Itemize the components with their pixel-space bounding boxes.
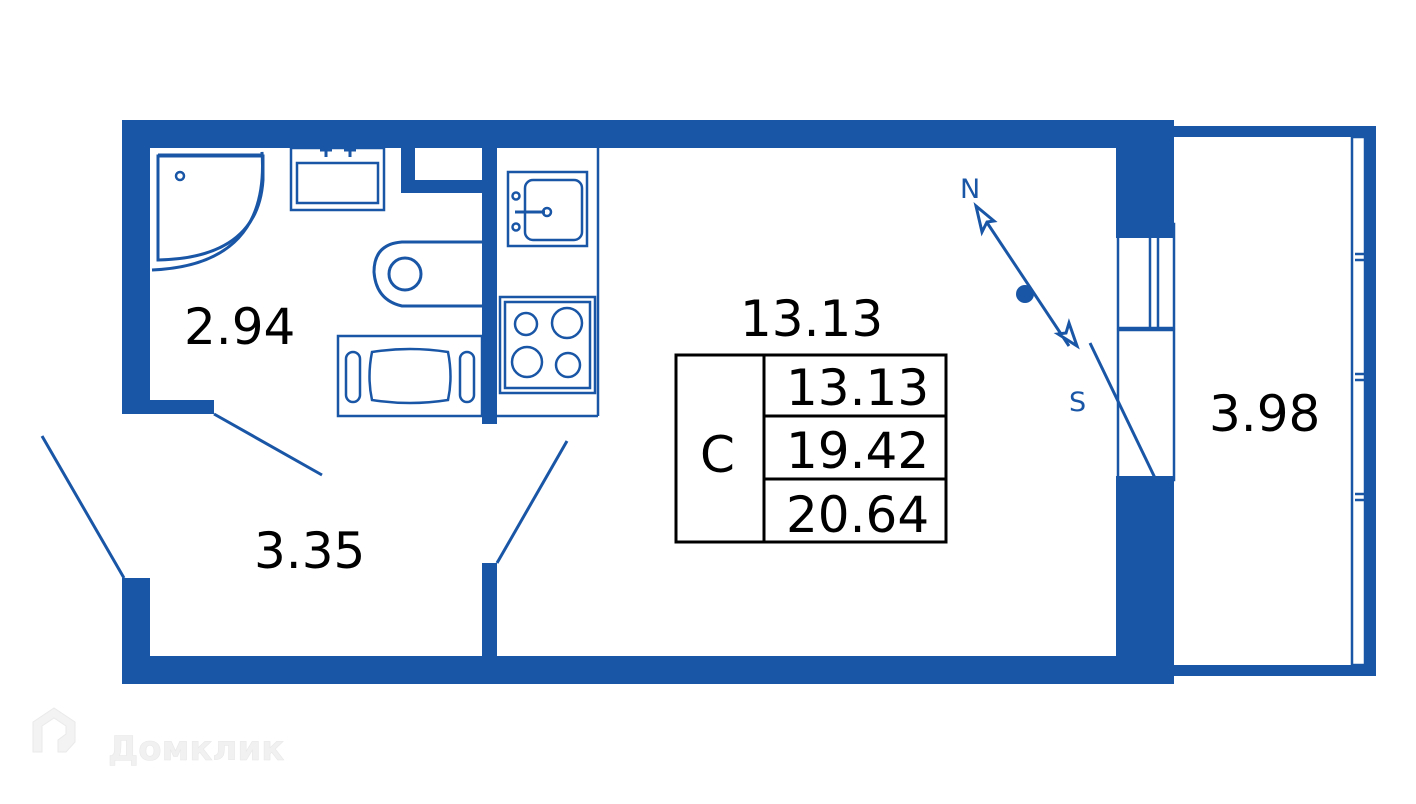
toilet bbox=[372, 240, 482, 308]
compass-needle bbox=[974, 205, 1071, 347]
compass-north-label: N bbox=[960, 174, 980, 205]
bathroom-wall-stub bbox=[122, 400, 214, 414]
top-wall bbox=[122, 120, 1174, 148]
bathroom-door bbox=[213, 412, 323, 477]
room-area-hallway: 3.35 bbox=[254, 522, 365, 580]
domclick-logo-watermark: Домклик bbox=[32, 707, 285, 769]
south-arrow-icon bbox=[1053, 318, 1080, 350]
living-area-value: 13.13 bbox=[786, 359, 929, 417]
right-wall-lower bbox=[1116, 476, 1174, 684]
area-without-balcony-value: 19.42 bbox=[786, 422, 929, 480]
room-area-balcony: 3.98 bbox=[1209, 385, 1320, 443]
shower-tray bbox=[151, 151, 265, 272]
hall-partition bbox=[482, 563, 497, 663]
balcony bbox=[1174, 126, 1376, 676]
kitchen-counter bbox=[497, 148, 600, 418]
room-area-studio: 13.13 bbox=[740, 290, 883, 348]
bathroom-sink bbox=[289, 144, 386, 212]
kitchen-sink bbox=[506, 170, 589, 248]
left-wall-upper bbox=[122, 120, 150, 414]
compass: N S bbox=[960, 174, 1086, 418]
room-area-bathroom: 2.94 bbox=[184, 298, 295, 356]
walls bbox=[122, 120, 1174, 684]
studio-door bbox=[495, 440, 569, 564]
left-wall-lower bbox=[122, 578, 150, 684]
compass-south-label: S bbox=[1069, 387, 1086, 418]
balcony-door-window bbox=[1088, 222, 1176, 482]
doors bbox=[40, 412, 569, 579]
right-wall-upper bbox=[1116, 120, 1174, 238]
watermark-text: Домклик bbox=[108, 729, 284, 769]
north-arrow-icon bbox=[973, 201, 998, 237]
shaft-wall-h bbox=[401, 180, 483, 193]
bathroom-partition bbox=[482, 148, 497, 424]
apartment-type-label: С bbox=[700, 426, 735, 484]
area-summary-table: С 13.13 19.42 20.64 bbox=[674, 353, 948, 544]
entrance-door-left bbox=[40, 435, 126, 579]
bottom-wall bbox=[122, 656, 1174, 684]
shaft-wall-v bbox=[401, 148, 415, 190]
stove bbox=[498, 295, 597, 395]
total-area-value: 20.64 bbox=[786, 486, 929, 544]
bathtub bbox=[336, 334, 484, 418]
door-leaf bbox=[1088, 342, 1157, 479]
